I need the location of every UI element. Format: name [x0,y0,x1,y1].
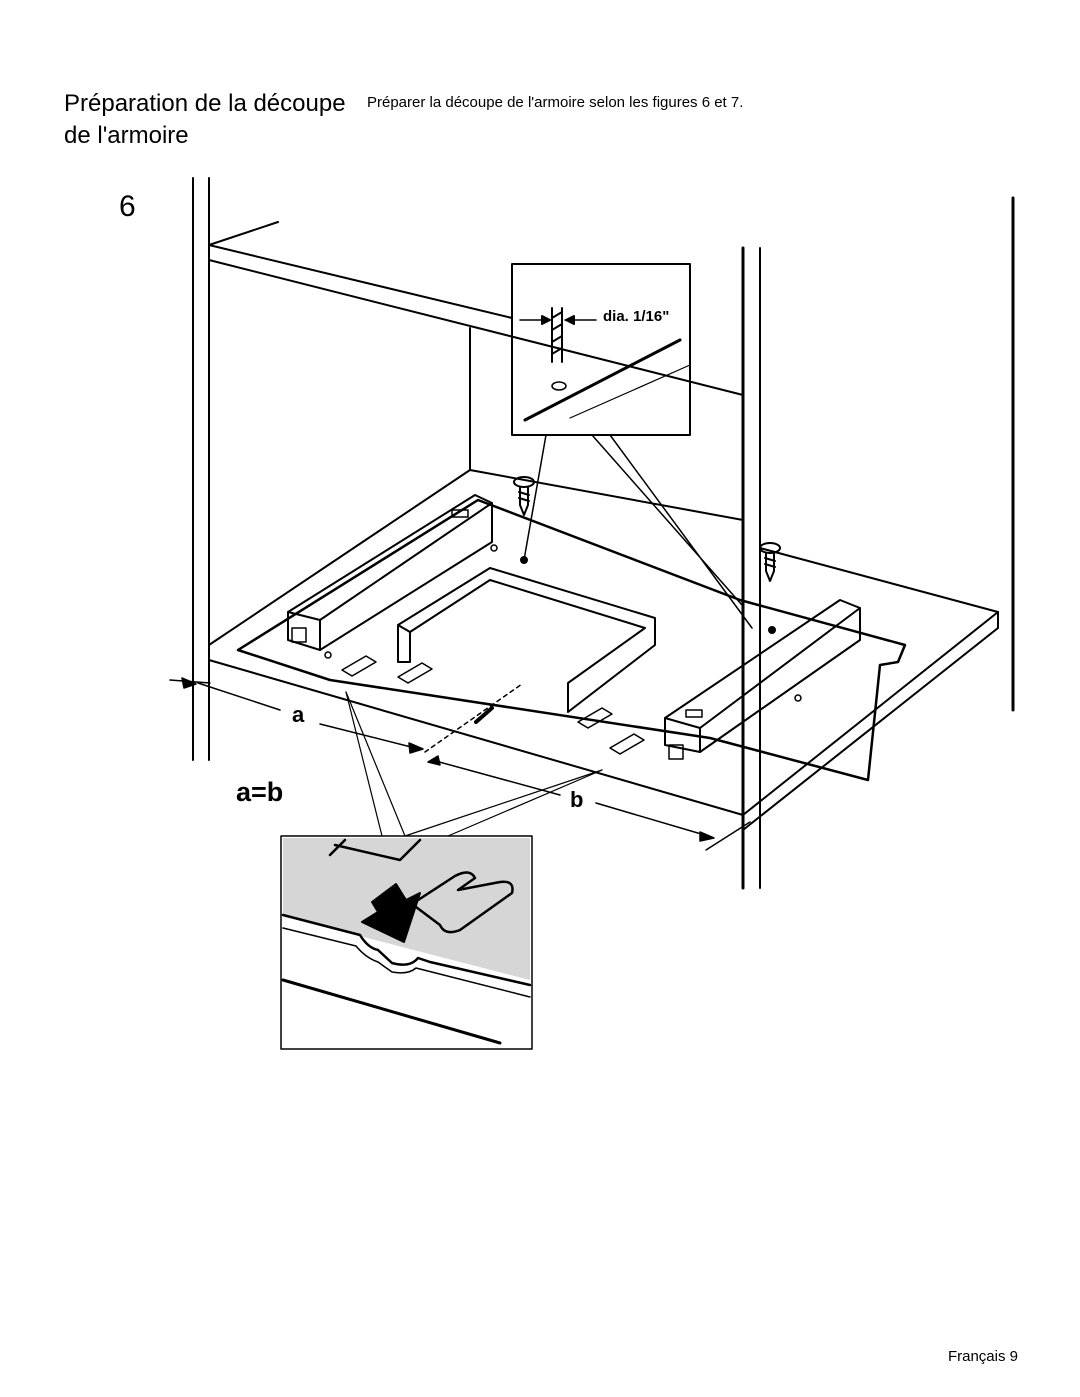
equation-label: a=b [236,777,284,807]
template-slots [341,655,645,755]
dimension-a-label: a [292,702,305,727]
dimension-a [169,677,523,754]
dimension-b-label: b [570,787,584,812]
intro-paragraph: Préparer la découpe de l'armoire selon l… [367,94,744,111]
screw-left [513,476,535,516]
screw-right [759,542,781,582]
drill-hole-right [768,626,776,634]
dimension-b [427,755,751,851]
left-mounting-bracket [287,494,498,659]
figure-number: 6 [119,190,136,223]
mounting-template [236,498,907,782]
page-footer: Français 9 [947,1348,1018,1365]
left-cabinet-wall [192,177,210,761]
heading-line-1: Préparation de la découpe [64,90,346,117]
heading-line-2: de l'armoire [64,122,189,149]
drill-diameter-label: dia. 1/16" [603,308,670,325]
section-heading: Préparation de la découpe de l'armoire [64,88,354,152]
center-channel [397,567,656,713]
notch-detail-inset [280,835,533,1050]
notch-callout-lines [345,691,603,837]
right-cabinet-wall [741,246,761,890]
cabinet-back-panel [208,221,744,646]
cabinet-floor [208,547,999,831]
right-mounting-bracket [664,599,861,760]
drill-detail-callout [511,263,753,629]
